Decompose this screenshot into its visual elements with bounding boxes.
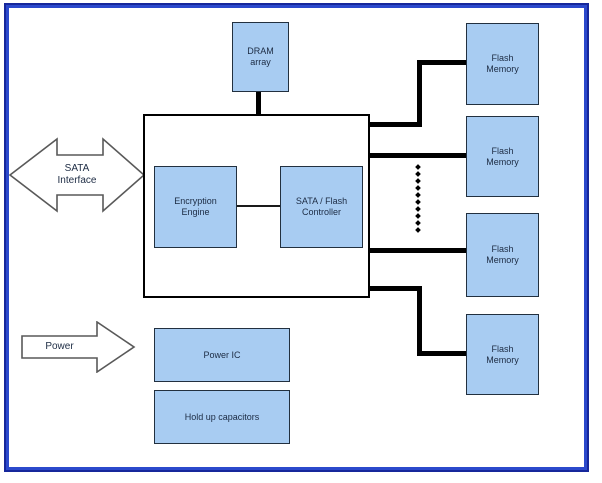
flash-memory-label: Flash Memory: [486, 53, 519, 74]
flash-memory-label: Flash Memory: [486, 244, 519, 265]
flash-memory-box-1: Flash Memory: [466, 23, 539, 105]
holdup-capacitors-label: Hold up capacitors: [184, 411, 260, 422]
encryption-engine-box: Encryption Engine: [154, 166, 237, 248]
engine-controller-link-line: [237, 205, 280, 207]
sata-flash-controller-box: SATA / Flash Controller: [280, 166, 363, 248]
flash4-bus-segment: [417, 286, 422, 356]
power-arrow-label: Power: [45, 341, 74, 352]
sata-flash-controller-label: SATA / Flash Controller: [295, 196, 348, 217]
flash-memory-label: Flash Memory: [486, 145, 519, 167]
diagram-frame: [4, 3, 589, 472]
flash-memory-label: Flash Memory: [486, 343, 519, 365]
flash1-bus-segment: [368, 122, 422, 127]
flash4-bus-segment: [417, 351, 466, 356]
flash1-bus-segment: [417, 60, 422, 127]
power-ic-box: Power IC: [154, 328, 290, 382]
flash3-bus-line: [368, 248, 466, 253]
flash-memory-box-3: Flash Memory: [466, 213, 539, 297]
dram-array-box: DRAM array: [232, 22, 289, 92]
flash1-bus-segment: [417, 60, 466, 65]
power-ic-label: Power IC: [203, 349, 241, 360]
flash-memory-box-2: Flash Memory: [466, 116, 539, 197]
flash2-bus-line: [368, 153, 466, 158]
channel-ellipsis-dots: [415, 164, 421, 233]
power-arrow: [21, 321, 136, 373]
flash-memory-box-4: Flash Memory: [466, 314, 539, 395]
sata-interface-label: SATA Interface: [57, 163, 97, 186]
holdup-capacitors-box: Hold up capacitors: [154, 390, 290, 444]
flash4-bus-segment: [368, 286, 422, 291]
dram-bus-line: [256, 92, 261, 116]
dram-array-label: DRAM array: [247, 46, 274, 67]
encryption-engine-label: Encryption Engine: [174, 196, 217, 217]
